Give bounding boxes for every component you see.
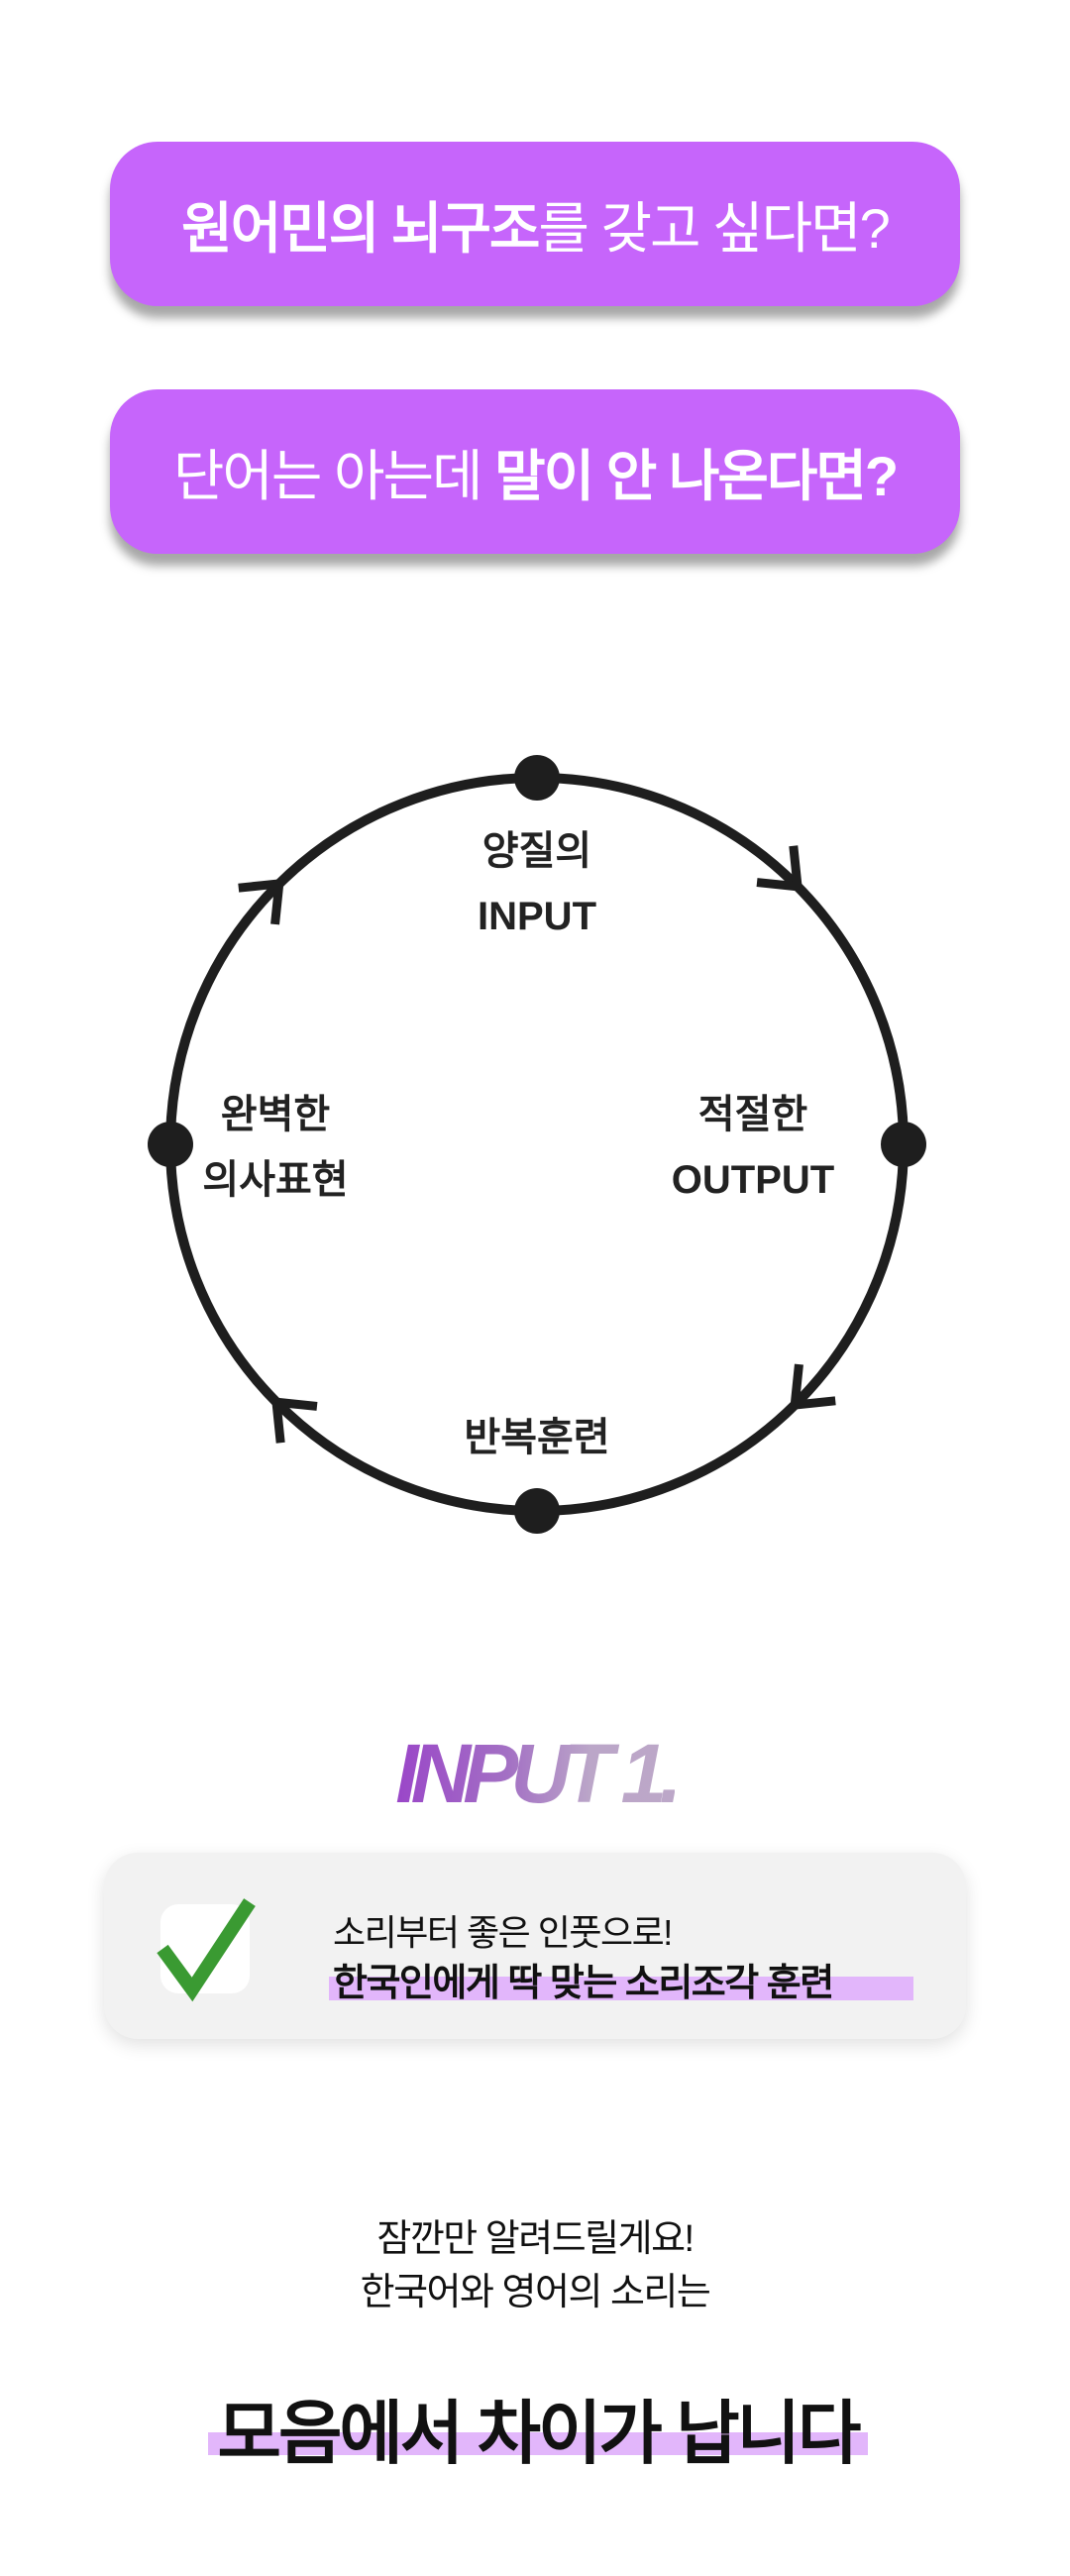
headline-wrap: 모음에서 차이가 납니다 (208, 2378, 868, 2472)
notice-line1: 잠깐만 알려드릴게요! (376, 2218, 695, 2260)
node-dot-top (514, 755, 560, 801)
node-dot-left (148, 1122, 193, 1167)
headline: 모음에서 차이가 납니다 (217, 2395, 862, 2472)
arrowhead-icon (756, 845, 803, 892)
arrowhead-icon (270, 1397, 318, 1444)
cycle-label-output-line1: 적절한 (697, 1093, 808, 1136)
banner2-light: 단어는 아는데 (172, 444, 495, 507)
card-title-highlight (329, 1977, 913, 2000)
node-dot-right (881, 1122, 926, 1167)
input-feature-card: 소리부터 좋은 인풋으로! 한국인에게 딱 맞는 소리조각 훈련 (104, 1853, 966, 2039)
cycle-label-output: 적절한 OUTPUT (672, 1082, 834, 1213)
banner2-bold: 말이 안 나온다면? (494, 444, 899, 507)
question-banner-cannot-speak: 단어는 아는데 말이 안 나온다면? (110, 389, 960, 554)
node-dot-bottom (514, 1488, 560, 1534)
checkbox (157, 1898, 256, 2002)
card-title-wrap: 한국인에게 딱 맞는 소리조각 훈련 (329, 1952, 913, 2006)
cycle-label-output-line2: OUTPUT (671, 1158, 835, 1202)
arrowhead-icon (790, 1363, 836, 1411)
arrowhead-icon (238, 878, 284, 925)
cycle-label-expression: 완벽한 의사표현 (202, 1082, 348, 1213)
card-title: 한국인에게 딱 맞는 소리조각 훈련 (333, 1963, 834, 2004)
banner1-bold: 원어민의 뇌구조 (181, 196, 540, 260)
section-title: INPUT 1. (0, 1726, 1070, 1822)
checkmark-icon (157, 1898, 256, 2002)
cycle-label-repetition-line1: 반복훈련 (464, 1416, 610, 1459)
cycle-label-input: 양질의 INPUT (478, 818, 596, 949)
cycle-label-input-line2: INPUT (478, 895, 596, 938)
cycle-label-input-line1: 양질의 (482, 829, 592, 873)
cycle-label-expression-line1: 완벽한 (220, 1093, 331, 1136)
cycle-label-expression-line2: 의사표현 (202, 1158, 349, 1202)
section-title-text: INPUT 1. (395, 1727, 682, 1820)
banner1-light: 를 갖고 싶다면? (538, 196, 890, 260)
learning-cycle-diagram (148, 755, 926, 1534)
headline-highlight (208, 2432, 868, 2455)
cycle-label-repetition: 반복훈련 (464, 1405, 609, 1470)
notice-line2: 한국어와 영어의 소리는 (360, 2272, 711, 2313)
card-subtitle: 소리부터 좋은 인풋으로! (333, 1912, 673, 1953)
